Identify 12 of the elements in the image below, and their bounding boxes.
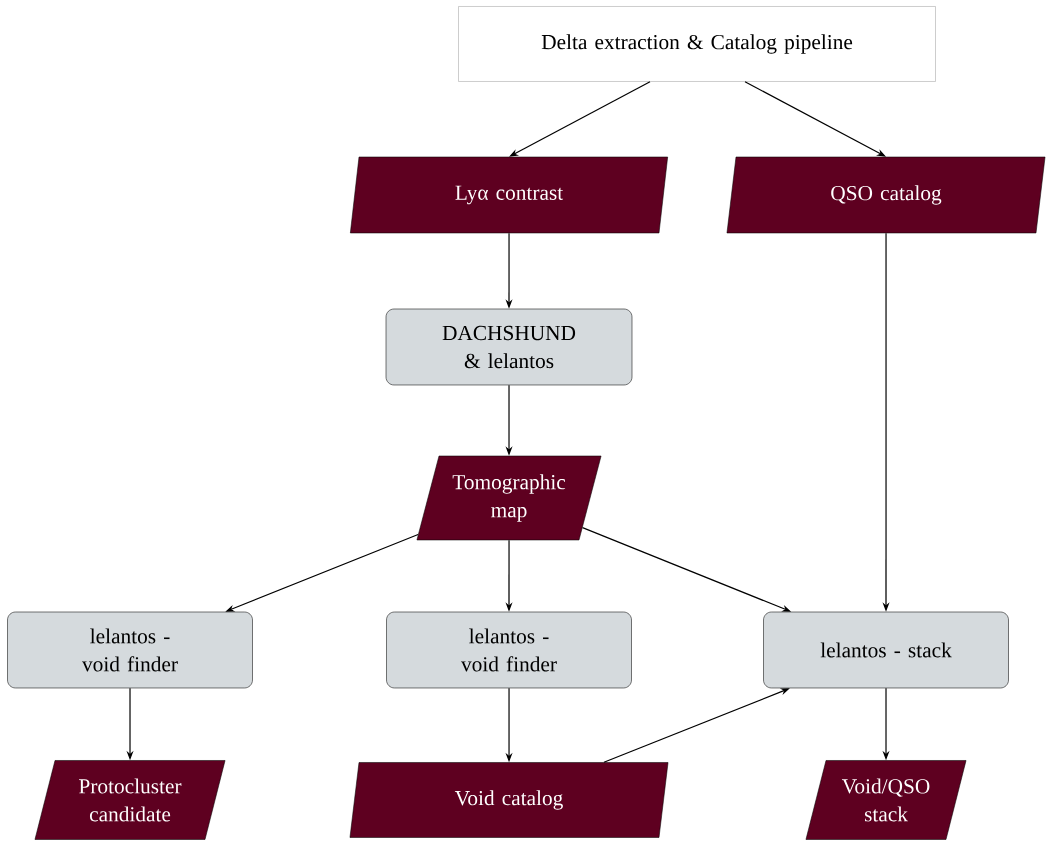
process-box: lelantos - void finder [7, 611, 253, 689]
data-parallelogram: Void catalog [349, 762, 669, 838]
data-parallelogram: Void/QSO stack [805, 760, 967, 840]
process-box: lelantos - stack [763, 611, 1009, 689]
data-parallelogram: Lyα contrast [350, 156, 668, 234]
data-parallelogram: Tomographic map [416, 455, 602, 541]
data-parallelogram: QSO catalog [726, 156, 1046, 234]
data-parallelogram: Protocluster candidate [34, 760, 226, 840]
process-box: DACHSHUND & lelantos [385, 308, 633, 386]
pipeline-box: Delta extraction & Catalog pipeline [458, 6, 936, 82]
arrow [509, 81, 651, 157]
process-box: lelantos - void finder [386, 611, 632, 689]
